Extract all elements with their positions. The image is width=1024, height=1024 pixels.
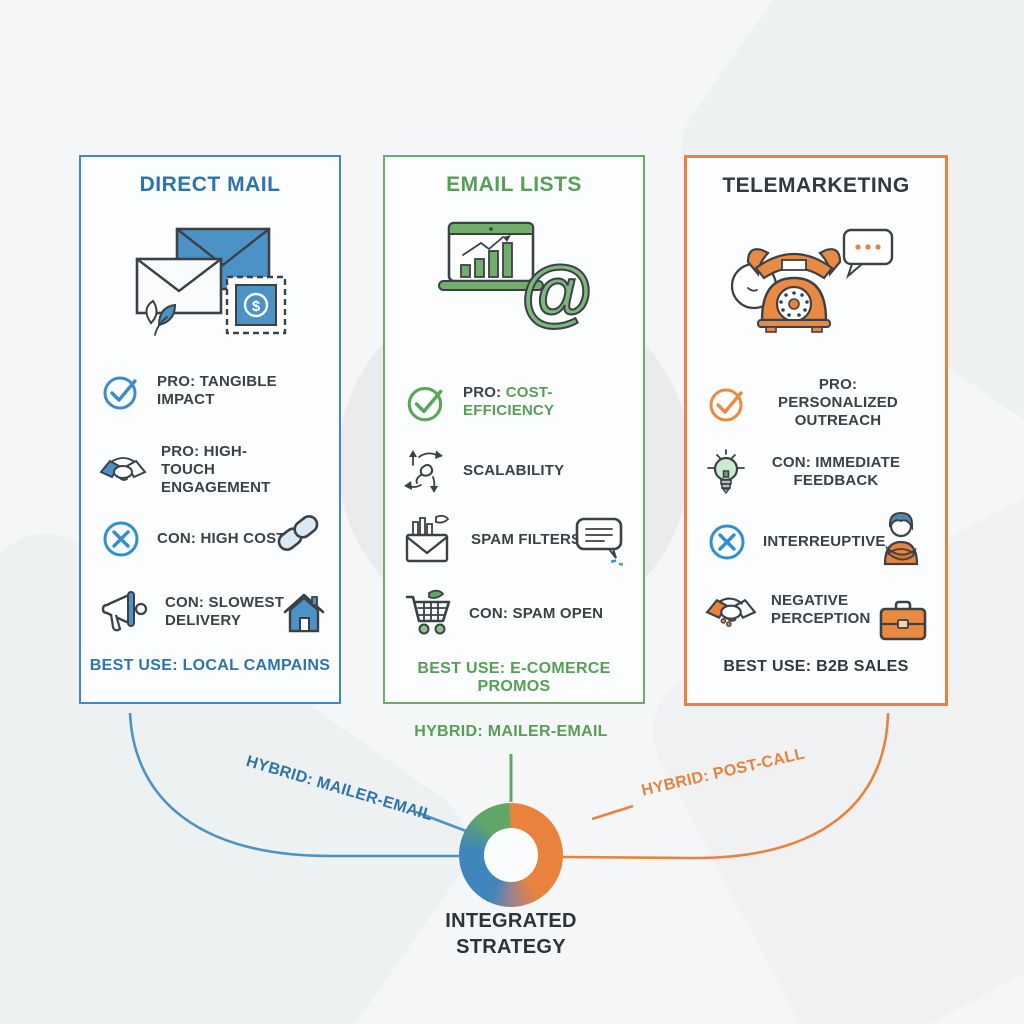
x-circle-icon — [709, 524, 745, 560]
scalability-arrows-icon — [404, 450, 443, 493]
direct-mail-best-use: BEST USE: LOCAL CAMPAINS — [89, 657, 331, 674]
row-label: SCALABILITY — [463, 462, 565, 479]
row-label: PRO: HIGH-TOUCH ENGAGEMENT — [161, 443, 271, 496]
laptop-chart-at-icon: @ — [419, 215, 609, 350]
check-circle-icon — [709, 388, 743, 422]
row-label: CON: HIGH COST — [157, 530, 286, 547]
svg-text:$: $ — [252, 298, 261, 315]
direct-mail-pro-row: PRO: TANGIBLE IMPACT — [99, 369, 287, 413]
email-scalability-row: SCALABILITY — [403, 447, 564, 495]
row-label: CON: IMMEDIATE FEEDBACK — [771, 454, 901, 489]
direct-mail-con-row: CON: HIGH COST — [99, 517, 286, 561]
tele-feedback-row: CON: IMMEDIATE FEEDBACK — [705, 448, 911, 496]
person-crossed-arms-icon — [883, 511, 919, 566]
integrated-strategy-label: INTEGRATED STRATEGY — [445, 910, 577, 958]
chain-link-icon — [277, 515, 319, 551]
handshake-icon — [99, 457, 147, 481]
direct-mail-con2-row: CON: SLOWEST DELIVERY — [99, 589, 285, 635]
envelope-chart-icon — [405, 515, 450, 563]
tele-perception-row: NEGATIVE PERCEPTION — [705, 588, 891, 632]
check-circle-icon — [103, 376, 137, 410]
shopping-cart-icon — [405, 589, 451, 635]
email-lists-card: EMAIL LISTS @ PRO: COST-EFFICIENC — [383, 155, 645, 704]
rotary-phone-bubble-icon — [718, 216, 914, 351]
row-label: NEGATIVE PERCEPTION — [771, 592, 871, 627]
telemarketing-card: TELEMARKETING — [684, 155, 948, 706]
row-label: CON: SLOWEST DELIVERY — [165, 594, 285, 629]
telemarketing-title: TELEMARKETING — [722, 174, 910, 197]
donut-hole — [484, 828, 538, 882]
lightbulb-icon — [707, 449, 745, 495]
row-label: CON: SPAM OPEN — [469, 605, 604, 622]
envelopes-stamp-leaf-icon: $ — [115, 215, 305, 350]
email-spam-filters-row: SPAM FILTERS — [403, 515, 581, 565]
direct-mail-card: DIRECT MAIL $ PRO: TANGIBLE IMPAC — [79, 155, 341, 704]
handshake-icon — [705, 597, 757, 627]
row-label: PRO: PERSONALIZED OUTREACH — [778, 376, 898, 429]
email-best-use: BEST USE: E-COMERCE PROMOS — [417, 660, 611, 695]
row-label: SPAM FILTERS — [471, 531, 582, 548]
email-lists-title: EMAIL LISTS — [446, 173, 582, 196]
x-circle-icon — [103, 521, 139, 557]
hybrid-mailer-email-center-label: HYBRID: MAILER-EMAIL — [414, 723, 608, 740]
hybrid-post-call-label: HYBRID: POST-CALL — [640, 745, 807, 800]
speech-lines-icon — [575, 517, 624, 566]
svg-text:@: @ — [521, 250, 593, 333]
integrated-strategy-donut — [459, 803, 563, 907]
briefcase-icon — [879, 600, 927, 641]
megaphone-icon — [101, 591, 148, 632]
row-label: PRO: COST-EFFICIENCY — [463, 384, 555, 419]
direct-mail-pro2-row: PRO: HIGH-TOUCH ENGAGEMENT — [99, 443, 301, 497]
check-circle-icon — [407, 386, 443, 422]
direct-mail-title: DIRECT MAIL — [139, 173, 281, 196]
telemarketing-best-use: BEST USE: B2B SALES — [723, 658, 909, 675]
email-con-row: CON: SPAM OPEN — [403, 589, 603, 639]
email-pro-row: PRO: COST-EFFICIENCY — [403, 379, 643, 425]
row-label: INTERREUPTIVE — [763, 533, 886, 550]
hybrid-mailer-email-left-label: HYBRID: MAILER-EMAIL — [244, 753, 435, 825]
tele-pro-row: PRO: PERSONALIZED OUTREACH — [705, 376, 913, 430]
tele-interruptive-row: INTERREUPTIVE — [705, 520, 886, 564]
house-icon — [283, 593, 325, 633]
row-label: PRO: TANGIBLE IMPACT — [157, 373, 277, 408]
